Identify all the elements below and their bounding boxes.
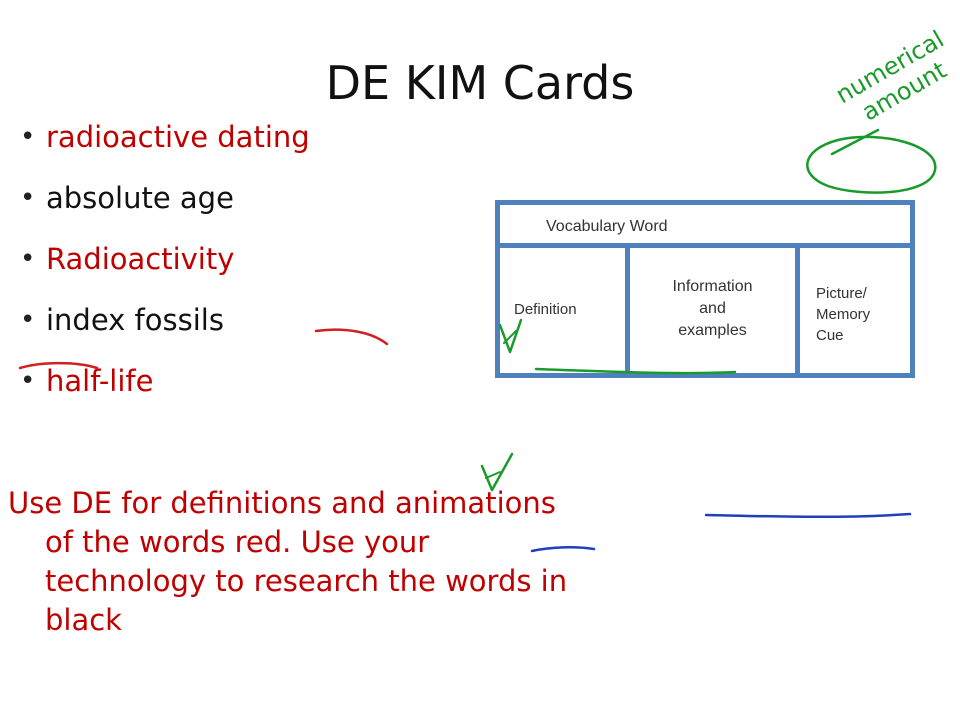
kim-card-diagram: Vocabulary Word Definition Information a… xyxy=(495,200,915,378)
card-column-label: Information and examples xyxy=(630,276,795,342)
instructions-paragraph: Use DE for definitions and animations of… xyxy=(8,484,688,640)
bullet-text: Radioactivity xyxy=(46,242,235,276)
bullet-dot-icon: • xyxy=(20,183,36,213)
bullet-item-absolute-age: • absolute age xyxy=(20,173,310,234)
card-header-label: Vocabulary Word xyxy=(546,218,668,235)
green-circle-stroke xyxy=(806,135,937,194)
card-column-picture: Picture/ Memory Cue xyxy=(800,248,910,373)
instructions-line: of the words red. Use your xyxy=(45,525,430,559)
card-column-label-line: examples xyxy=(678,322,747,339)
bullet-item-index-fossils: • index fossils xyxy=(20,295,310,356)
instructions-line: technology to research the words in xyxy=(45,564,568,598)
card-header: Vocabulary Word xyxy=(500,205,910,248)
card-column-information: Information and examples xyxy=(630,248,800,373)
green-arrow-stroke xyxy=(830,128,880,156)
bullet-dot-icon: • xyxy=(20,122,36,152)
bullet-text: index fossils xyxy=(46,303,224,337)
bullet-list: • radioactive dating • absolute age • Ra… xyxy=(20,112,310,417)
instructions-line: black xyxy=(45,603,122,637)
card-column-label-line: Information xyxy=(672,278,753,295)
card-column-label-line: Picture/ xyxy=(816,285,867,302)
bullet-item-radioactivity: • Radioactivity xyxy=(20,234,310,295)
card-column-label: Picture/ Memory Cue xyxy=(816,283,870,346)
card-column-label-line: and xyxy=(699,300,726,317)
green-check-mark-icon xyxy=(485,471,501,479)
bullet-text: radioactive dating xyxy=(46,120,310,154)
bullet-text: absolute age xyxy=(46,181,234,215)
bullet-text: half-life xyxy=(46,364,154,398)
instructions-line: Use DE for definitions and animations xyxy=(8,486,556,520)
blue-ink-stroke xyxy=(704,512,912,519)
bullet-dot-icon: • xyxy=(20,244,36,274)
card-column-label-line: Memory xyxy=(816,306,871,323)
card-column-label-line: Cue xyxy=(816,327,844,344)
card-column-label: Definition xyxy=(514,301,577,318)
bullet-item-radioactive-dating: • radioactive dating xyxy=(20,112,310,173)
red-ink-stroke xyxy=(314,328,389,346)
bullet-dot-icon: • xyxy=(20,366,36,396)
slide-title: DE KIM Cards xyxy=(325,56,635,110)
card-column-definition: Definition xyxy=(500,248,630,373)
bullet-item-half-life: • half-life xyxy=(20,356,310,417)
bullet-dot-icon: • xyxy=(20,305,36,335)
